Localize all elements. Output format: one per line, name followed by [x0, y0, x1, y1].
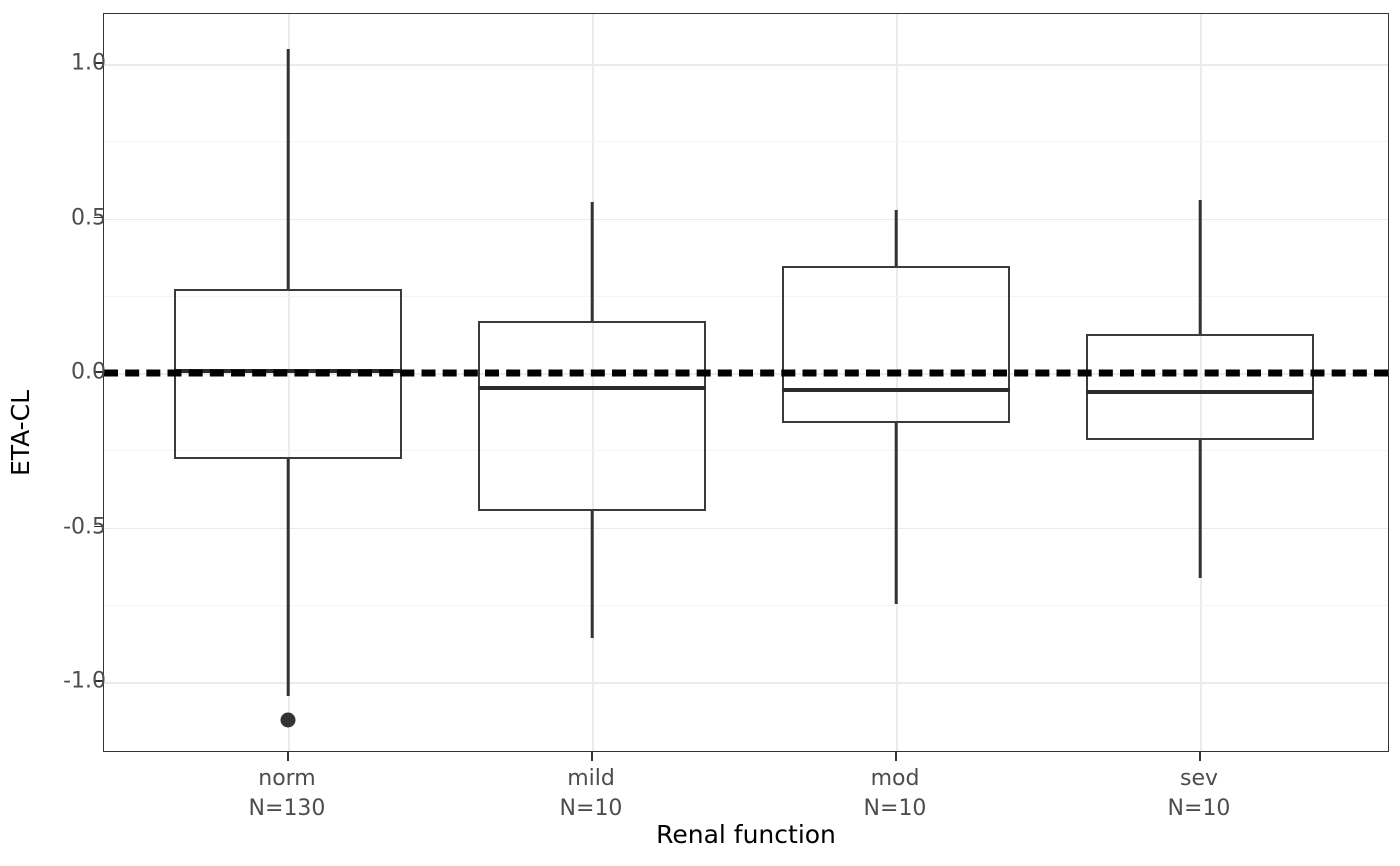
median-line — [1086, 389, 1314, 394]
box-iqr — [782, 266, 1010, 424]
y-axis-label: 1.0 — [71, 50, 106, 76]
y-axis-label: -1.0 — [63, 668, 106, 694]
whisker-upper — [590, 202, 594, 322]
y-axis-tick — [94, 525, 103, 528]
category-count: N=10 — [863, 795, 927, 821]
y-axis-tick — [94, 371, 103, 373]
y-axis-title: ETA-CL — [5, 389, 35, 477]
x-axis-tick-norm — [287, 752, 289, 761]
category-count: N=10 — [1167, 795, 1231, 821]
whisker-upper — [286, 48, 290, 289]
x-axis-tick-mod — [895, 752, 897, 761]
box-iqr — [1086, 334, 1314, 441]
category-name: mod — [870, 766, 920, 791]
category-count: N=130 — [248, 795, 326, 821]
category-name: mild — [567, 766, 615, 791]
median-line — [478, 386, 706, 391]
whisker-lower — [286, 458, 290, 696]
gridline-minor — [104, 141, 1388, 143]
gridline-minor — [104, 450, 1388, 452]
median-line — [782, 387, 1010, 392]
x-axis-title: Renal function — [656, 820, 836, 849]
whisker-upper — [1198, 199, 1202, 335]
vertical-gridline-mod — [896, 14, 898, 751]
plot-panel — [103, 13, 1389, 752]
y-axis-tick — [94, 62, 103, 64]
gridline-major — [104, 682, 1388, 684]
gridline-major — [104, 218, 1388, 220]
y-axis-tick — [94, 680, 103, 682]
vertical-gridline-mild — [592, 14, 594, 751]
gridline-minor — [104, 604, 1388, 606]
box-iqr — [478, 321, 706, 512]
category-name: norm — [258, 766, 316, 791]
y-axis-label: 0.5 — [71, 205, 106, 230]
category-name: sev — [1179, 766, 1219, 791]
y-axis-tick — [94, 216, 103, 219]
vertical-gridline-sev — [1200, 14, 1202, 751]
whisker-lower — [590, 511, 594, 639]
y-axis-label: 0.0 — [71, 359, 106, 385]
vertical-gridline-norm — [288, 14, 290, 751]
x-axis-tick-sev — [1199, 752, 1201, 761]
x-axis-tick-mild — [591, 752, 593, 761]
whisker-lower — [1198, 440, 1202, 578]
plot-area — [104, 14, 1388, 751]
outlier-point — [280, 712, 296, 728]
gridline-major — [104, 64, 1388, 66]
whisker-lower — [894, 423, 898, 605]
whisker-upper — [894, 209, 898, 267]
gridline-major — [104, 527, 1388, 529]
y-axis-label: -0.5 — [63, 514, 106, 539]
zero-reference-line — [104, 369, 1388, 377]
category-count: N=10 — [559, 795, 623, 821]
gridline-minor — [104, 295, 1388, 297]
